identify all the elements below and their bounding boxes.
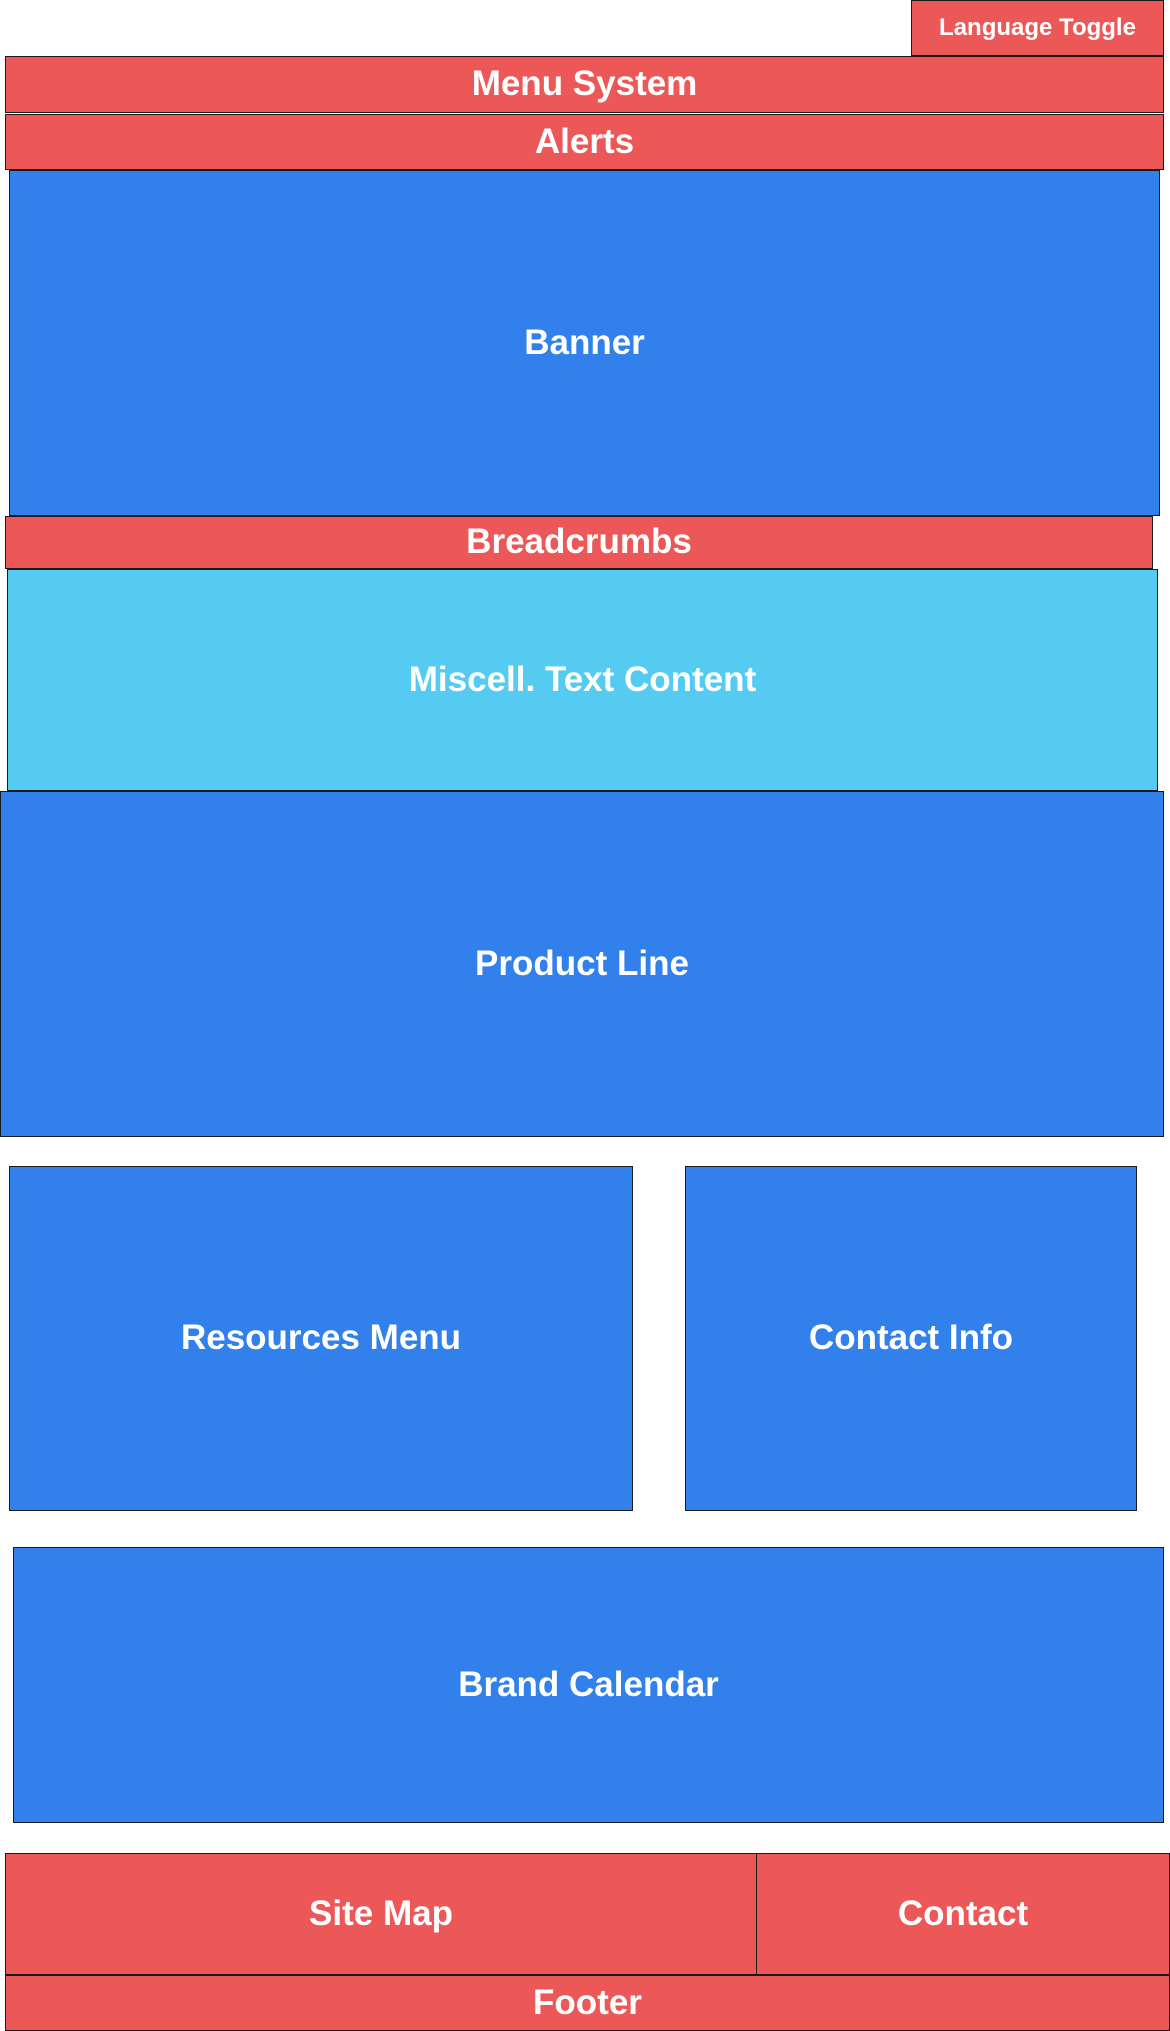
footer-block: Footer: [5, 1975, 1170, 2031]
alerts-label: Alerts: [534, 121, 635, 161]
menu-system-block: Menu System: [5, 56, 1164, 113]
breadcrumbs-block: Breadcrumbs: [5, 516, 1153, 569]
alerts-block: Alerts: [5, 114, 1164, 170]
contact-label: Contact: [897, 1893, 1029, 1933]
menu-system-label: Menu System: [471, 64, 698, 104]
resources-menu-label: Resources Menu: [180, 1318, 462, 1358]
language-toggle-label: Language Toggle: [939, 13, 1136, 41]
contact-info-block: Contact Info: [685, 1166, 1137, 1511]
product-line-label: Product Line: [475, 943, 689, 983]
site-map-block: Site Map: [5, 1853, 757, 1975]
breadcrumbs-label: Breadcrumbs: [466, 522, 692, 562]
misc-text-content-label: Miscell. Text Content: [408, 659, 757, 699]
brand-calendar-block: Brand Calendar: [13, 1547, 1164, 1823]
misc-text-content-block: Miscell. Text Content: [7, 569, 1158, 791]
banner-label: Banner: [524, 322, 645, 362]
footer-label: Footer: [533, 1982, 642, 2022]
product-line-block: Product Line: [0, 791, 1164, 1137]
resources-menu-block: Resources Menu: [9, 1166, 633, 1511]
contact-block: Contact: [756, 1853, 1170, 1975]
contact-info-label: Contact Info: [808, 1318, 1014, 1358]
brand-calendar-label: Brand Calendar: [458, 1664, 719, 1704]
language-toggle-block: Language Toggle: [911, 0, 1164, 56]
banner-block: Banner: [9, 170, 1160, 516]
site-map-label: Site Map: [309, 1893, 453, 1933]
